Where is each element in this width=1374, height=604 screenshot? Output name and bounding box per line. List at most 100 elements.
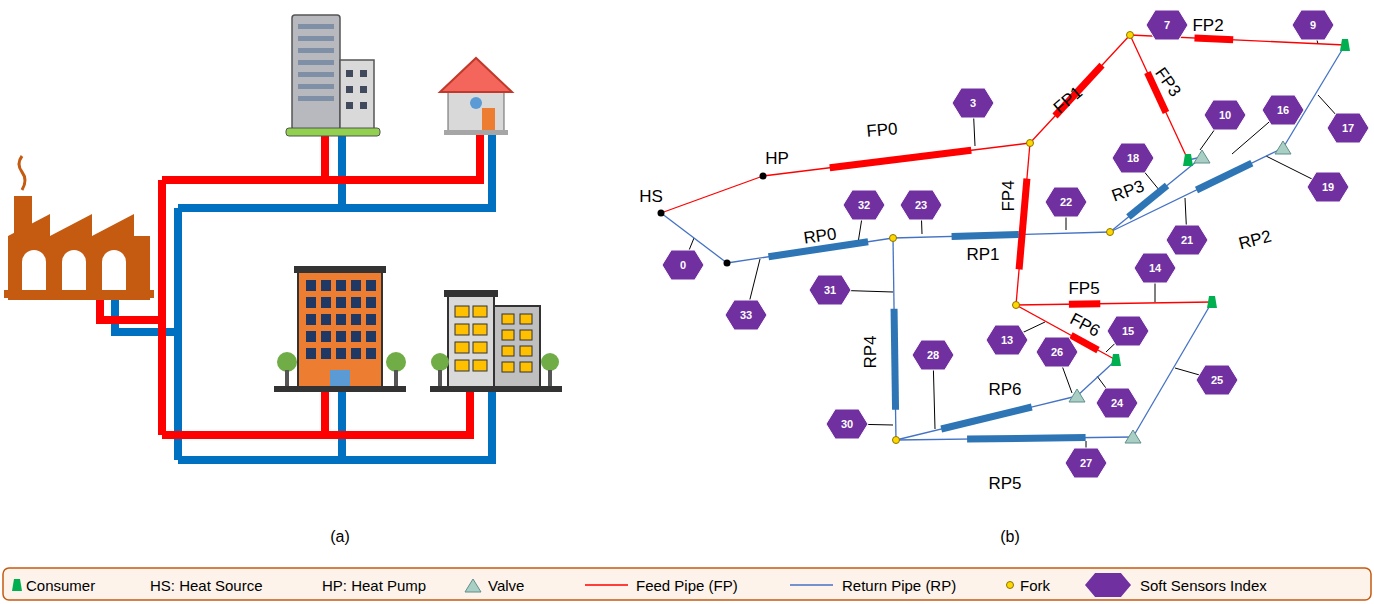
pipe-segment bbox=[830, 150, 972, 167]
soft-sensor-hexagon: 24 bbox=[1095, 387, 1139, 419]
soft-sensor-hexagon: 13 bbox=[985, 324, 1029, 356]
soft-sensor-hexagon: 9 bbox=[1291, 9, 1335, 41]
sensor-index: 7 bbox=[1164, 19, 1170, 31]
valve-symbol bbox=[1125, 430, 1141, 443]
legend-text: Soft Sensors Index bbox=[1140, 578, 1267, 593]
pipe-segment bbox=[1069, 300, 1100, 307]
pipe-label: RP4 bbox=[862, 335, 879, 368]
legend-text: Consumer bbox=[26, 578, 95, 593]
legend-hexagon bbox=[1085, 573, 1131, 597]
fork-symbol bbox=[1107, 229, 1114, 236]
pipe-label: FP4 bbox=[1000, 180, 1017, 211]
soft-sensor-hexagon: 10 bbox=[1203, 99, 1247, 131]
soft-sensor-hexagon: 22 bbox=[1044, 186, 1088, 218]
pipe-label: FP0 bbox=[866, 120, 899, 140]
sensor-index: 30 bbox=[841, 418, 853, 430]
sensor-index: 26 bbox=[1051, 346, 1063, 358]
sensor-index: 9 bbox=[1310, 19, 1316, 31]
pipe-label: FP2 bbox=[1192, 17, 1223, 34]
feed-pipe-line bbox=[661, 176, 763, 213]
return-pipe-line bbox=[893, 238, 896, 440]
legend-text: Feed Pipe (FP) bbox=[636, 578, 738, 593]
legend-text: Return Pipe (RP) bbox=[842, 578, 956, 593]
soft-sensor-hexagon: 0 bbox=[661, 249, 705, 281]
soft-sensor-hexagon: 25 bbox=[1195, 364, 1239, 396]
sensor-index: 17 bbox=[1342, 122, 1354, 134]
soft-sensor-hexagon: 26 bbox=[1035, 336, 1079, 368]
valve-symbol bbox=[1275, 141, 1291, 154]
legend-return-line bbox=[790, 584, 833, 586]
soft-sensor-hexagon: 19 bbox=[1306, 171, 1350, 203]
fork-symbol bbox=[890, 235, 897, 242]
consumer-symbol bbox=[1340, 39, 1350, 51]
return-pipe-line bbox=[1133, 302, 1212, 437]
pipe-segment bbox=[967, 438, 1086, 440]
sensor-index: 16 bbox=[1277, 104, 1289, 116]
legend-text: Valve bbox=[488, 578, 524, 593]
junction-dot bbox=[658, 210, 665, 217]
sensor-index: 22 bbox=[1060, 196, 1072, 208]
panel-label: (b) bbox=[1000, 529, 1020, 545]
pipe-segment bbox=[894, 309, 896, 410]
pipe-label: HP bbox=[765, 150, 789, 167]
return-pipe-line bbox=[1110, 148, 1283, 232]
soft-sensor-hexagon: 23 bbox=[899, 189, 943, 221]
return-pipe-line bbox=[893, 232, 1110, 238]
feed-pipe-line bbox=[1130, 35, 1188, 160]
soft-sensor-hexagon: 16 bbox=[1261, 94, 1305, 126]
sensor-index: 31 bbox=[824, 284, 836, 296]
valve-symbol bbox=[1069, 389, 1085, 402]
sensor-index: 27 bbox=[1080, 457, 1092, 469]
feed-pipe-line bbox=[1030, 35, 1130, 143]
pipe-segment bbox=[941, 407, 1032, 429]
valve-symbol bbox=[465, 579, 481, 592]
pipe-label: FP5 bbox=[1068, 280, 1099, 297]
apartment-building-icon bbox=[430, 290, 562, 392]
factory-icon bbox=[4, 156, 154, 300]
soft-sensor-hexagon: 21 bbox=[1165, 224, 1209, 256]
pipe-illustration bbox=[100, 130, 492, 460]
house-icon bbox=[440, 58, 512, 135]
pipe-segment bbox=[1195, 38, 1234, 40]
soft-sensor-hexagon: 18 bbox=[1111, 142, 1155, 174]
soft-sensor-hexagon: 31 bbox=[808, 274, 852, 306]
pipe-segment bbox=[1197, 163, 1252, 190]
sensor-index: 15 bbox=[1122, 325, 1134, 337]
pipe-label: RP2 bbox=[1237, 228, 1273, 253]
soft-sensor-hexagon: 30 bbox=[825, 408, 869, 440]
sensor-index: 24 bbox=[1111, 397, 1123, 409]
legend-feed-line bbox=[585, 584, 628, 586]
consumer-symbol bbox=[12, 579, 22, 591]
sensor-index: 10 bbox=[1219, 109, 1231, 121]
sensor-index: 3 bbox=[970, 97, 976, 109]
fork-symbol bbox=[893, 437, 900, 444]
soft-sensor-hexagon: 15 bbox=[1106, 315, 1150, 347]
office-building-icon bbox=[286, 15, 380, 136]
fork-symbol bbox=[1027, 140, 1034, 147]
legend-text: HP: Heat Pump bbox=[322, 578, 426, 593]
sensor-index: 28 bbox=[927, 349, 939, 361]
soft-sensor-hexagon: 3 bbox=[951, 87, 995, 119]
return-pipe-line bbox=[896, 396, 1077, 440]
junction-dot bbox=[724, 260, 731, 267]
sensor-index: 19 bbox=[1322, 181, 1334, 193]
legend-text: Fork bbox=[1020, 578, 1050, 593]
sensor-index: 14 bbox=[1149, 262, 1161, 274]
panel-label: (a) bbox=[330, 529, 350, 545]
junction-dot bbox=[760, 173, 767, 180]
sensor-index: 23 bbox=[915, 199, 927, 211]
soft-sensor-hexagon: 7 bbox=[1145, 9, 1189, 41]
soft-sensor-hexagon: 14 bbox=[1133, 252, 1177, 284]
sensor-index: 32 bbox=[858, 199, 870, 211]
sensor-index: 18 bbox=[1127, 152, 1139, 164]
pipe-label: RP1 bbox=[966, 246, 999, 263]
apartment-building-icon bbox=[274, 266, 406, 392]
soft-sensor-hexagon: 33 bbox=[724, 299, 768, 331]
pipe-label: RP3 bbox=[1110, 177, 1147, 204]
soft-sensor-hexagon: 17 bbox=[1326, 112, 1370, 144]
return-pipe-line bbox=[896, 437, 1133, 440]
feed-pipe-line bbox=[763, 143, 1030, 176]
feed-pipe-line bbox=[1016, 143, 1030, 305]
sensor-index: 0 bbox=[680, 259, 686, 271]
pipe-label: HS bbox=[639, 188, 663, 205]
